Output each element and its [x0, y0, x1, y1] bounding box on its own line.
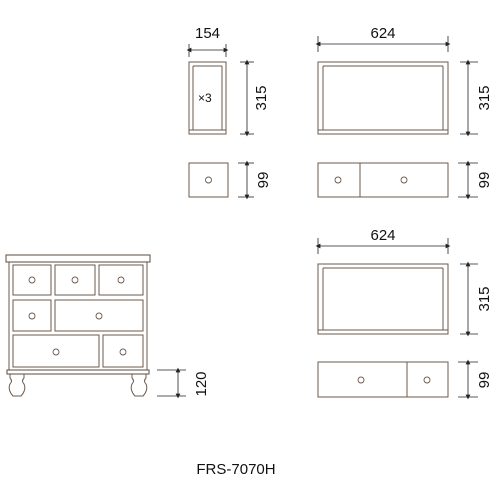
leg-height-dimension	[157, 367, 186, 399]
small-width-label: 154	[195, 25, 220, 42]
small-front-height-label: 99	[255, 172, 272, 189]
large-height-dimension-top	[460, 59, 478, 137]
small-width-dimension	[186, 44, 229, 57]
large-front-height-dimension-top	[458, 160, 478, 200]
large-drawer-front-top	[317, 162, 449, 198]
large-height-dimension-bottom	[460, 261, 478, 337]
large-drawer-box-bottom	[317, 263, 449, 335]
large-width-label-top: 624	[370, 25, 395, 42]
small-height-label: 315	[253, 85, 270, 110]
chest-front-view	[5, 254, 151, 397]
large-front-height-dimension-bottom	[458, 359, 478, 400]
small-drawer-front	[188, 162, 229, 198]
small-front-height-dimension	[238, 160, 254, 200]
model-name: FRS-7070H	[196, 461, 275, 478]
small-height-dimension	[240, 59, 254, 137]
large-drawer-front-bottom	[317, 361, 449, 398]
large-width-dimension-top	[315, 36, 451, 52]
large-height-label-bottom: 315	[476, 286, 493, 311]
leg-height-label: 120	[193, 371, 210, 396]
large-drawer-box-top	[317, 61, 449, 135]
large-width-dimension-bottom	[315, 238, 451, 254]
large-front-height-label-bottom: 99	[476, 372, 493, 389]
large-front-height-label-top: 99	[476, 172, 493, 189]
small-drawer-box	[188, 61, 227, 135]
small-drawer-count: ×3	[198, 91, 212, 105]
large-width-label-bottom: 624	[370, 227, 395, 244]
large-height-label-top: 315	[476, 85, 493, 110]
